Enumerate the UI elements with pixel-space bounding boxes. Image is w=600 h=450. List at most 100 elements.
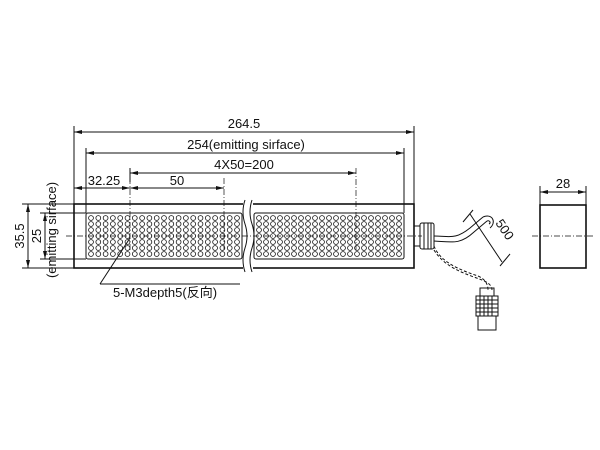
led: [205, 251, 211, 257]
led: [263, 221, 269, 227]
led: [234, 239, 240, 245]
led: [333, 239, 339, 245]
led: [312, 227, 318, 233]
led: [197, 215, 204, 221]
led: [102, 227, 109, 233]
led: [168, 251, 175, 257]
led: [175, 215, 182, 221]
led: [117, 251, 123, 257]
led: [382, 227, 388, 233]
led: [270, 215, 276, 221]
led: [375, 239, 381, 245]
led: [326, 245, 332, 251]
cable-length-label: 500: [493, 216, 518, 242]
led: [153, 215, 160, 221]
cable-end-connector: [475, 287, 499, 331]
led: [226, 251, 233, 257]
led: [270, 221, 276, 227]
led: [219, 245, 226, 251]
led: [183, 227, 189, 233]
led: [368, 251, 374, 257]
led: [284, 215, 290, 221]
led: [168, 239, 175, 245]
led: [88, 227, 94, 233]
led: [333, 221, 339, 227]
led: [219, 227, 226, 233]
led: [190, 251, 197, 257]
led: [205, 215, 211, 221]
led: [256, 227, 262, 233]
led: [183, 251, 189, 257]
led: [197, 227, 204, 233]
led: [132, 227, 138, 233]
led: [110, 221, 116, 227]
led: [205, 227, 211, 233]
led: [361, 251, 367, 257]
led: [396, 221, 402, 227]
led: [291, 239, 297, 245]
led: [117, 245, 123, 251]
led: [205, 239, 211, 245]
led: [102, 221, 109, 227]
arrow-overall-h-top: [26, 204, 30, 212]
led: [368, 221, 374, 227]
led: [139, 227, 145, 233]
led: [212, 227, 218, 233]
led: [305, 245, 311, 251]
led: [95, 245, 102, 251]
led: [375, 251, 381, 257]
led: [270, 251, 276, 257]
led: [340, 245, 346, 251]
arrow-pitch-total-right: [348, 171, 356, 175]
led: [168, 221, 175, 227]
led: [263, 215, 269, 221]
led: [375, 215, 381, 221]
led: [88, 239, 94, 245]
led: [312, 221, 318, 227]
led: [347, 221, 353, 227]
led: [175, 245, 182, 251]
led: [212, 251, 218, 257]
led: [256, 245, 262, 251]
led: [312, 239, 318, 245]
led: [375, 221, 381, 227]
led: [340, 221, 346, 227]
led: [340, 251, 346, 257]
led: [139, 239, 145, 245]
led: [88, 215, 94, 221]
led: [190, 227, 197, 233]
led: [95, 215, 102, 221]
hole-pitch-label: 4X50=200: [214, 157, 274, 172]
side-width-label: 28: [556, 176, 570, 191]
led: [153, 239, 160, 245]
led: [326, 251, 332, 257]
led: [354, 245, 360, 251]
led: [132, 221, 138, 227]
led: [219, 215, 226, 221]
pitch-label: 50: [170, 173, 184, 188]
led: [298, 227, 304, 233]
led: [183, 215, 189, 221]
led: [298, 221, 304, 227]
led: [124, 245, 131, 251]
led: [354, 251, 360, 257]
led: [256, 221, 262, 227]
led: [183, 221, 189, 227]
led: [197, 239, 204, 245]
led: [153, 251, 160, 257]
led: [389, 221, 395, 227]
led: [161, 239, 167, 245]
emitting-height-label: 25: [29, 229, 44, 243]
led: [139, 221, 145, 227]
connector-assembly: 500: [413, 209, 518, 331]
led: [312, 245, 318, 251]
front-view: [66, 168, 422, 273]
led: [389, 251, 395, 257]
led: [139, 251, 145, 257]
led: [284, 251, 290, 257]
led: [153, 245, 160, 251]
led: [124, 251, 131, 257]
led: [190, 221, 197, 227]
led: [256, 251, 262, 257]
led: [333, 215, 339, 221]
